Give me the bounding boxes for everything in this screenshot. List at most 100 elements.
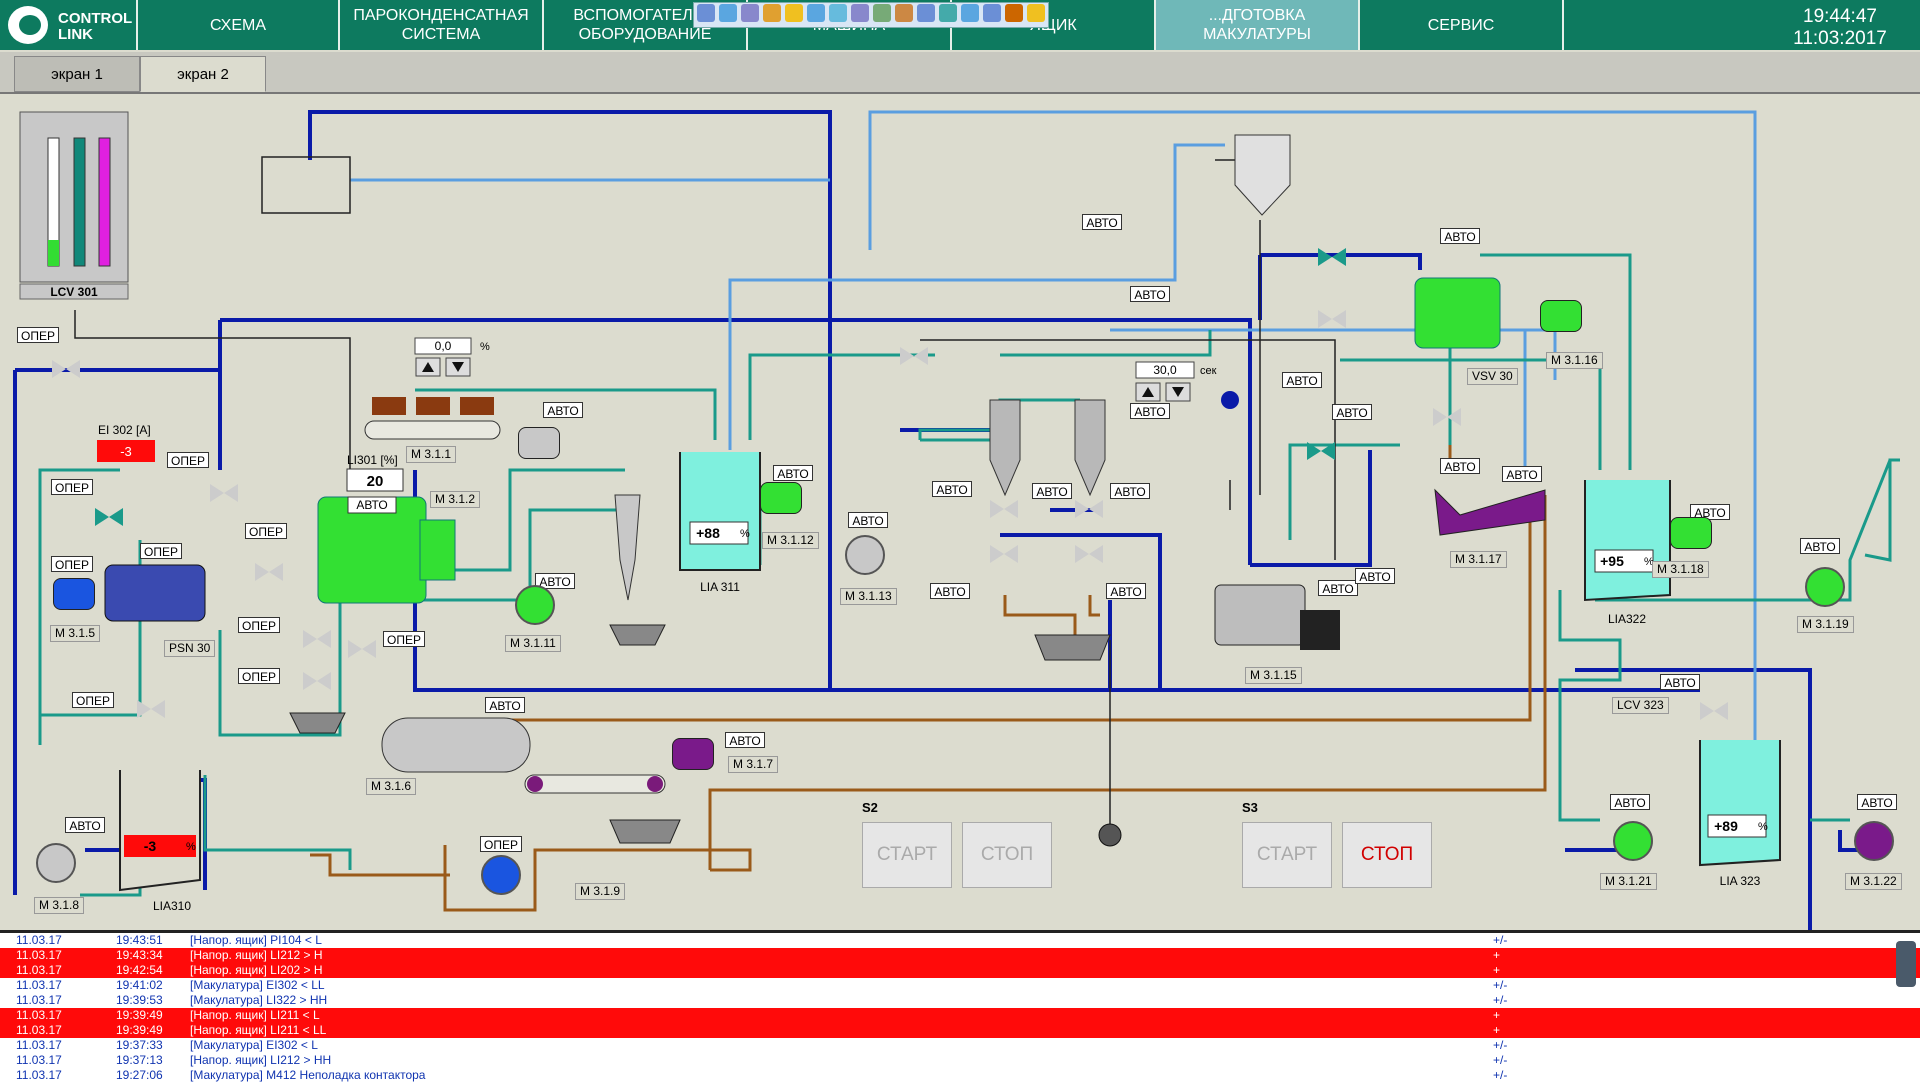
vsv30-machine[interactable]	[1414, 277, 1501, 349]
oper-mode-badge[interactable]: ОПЕР	[140, 543, 182, 559]
toolbar-tool-icon[interactable]	[917, 4, 935, 22]
valve-icon[interactable]	[1700, 702, 1728, 720]
pulper-mode-badge[interactable]	[347, 496, 397, 514]
valve-icon[interactable]	[255, 563, 283, 581]
auto-mode-badge[interactable]: АВТО	[1440, 228, 1480, 244]
auto-mode-badge[interactable]: АВТО	[1857, 794, 1897, 810]
toolbar-tool-icon[interactable]	[719, 4, 737, 22]
s2-start-button[interactable]: СТАРТ	[862, 822, 952, 888]
auto-mode-badge[interactable]: АВТО	[1110, 483, 1150, 499]
auto-mode-badge[interactable]: АВТО	[1610, 794, 1650, 810]
auto-mode-badge[interactable]: АВТО	[1355, 568, 1395, 584]
nav-item-7[interactable]: СЕРВИС	[1360, 0, 1564, 50]
valve-icon[interactable]	[990, 545, 1018, 563]
auto-mode-badge[interactable]: АВТО	[1690, 504, 1730, 520]
valve-icon[interactable]	[1318, 310, 1346, 328]
pulper-m312[interactable]	[317, 496, 456, 604]
nav-item-1[interactable]: СХЕМА	[138, 0, 340, 50]
pump-icon[interactable]	[36, 843, 76, 883]
nav-item-6[interactable]: ...ДГОТОВКА МАКУЛАТУРЫ	[1156, 0, 1360, 50]
motor-icon[interactable]	[1670, 517, 1712, 549]
toolbar-tool-icon[interactable]	[829, 4, 847, 22]
motor-icon[interactable]	[672, 738, 714, 770]
auto-mode-badge[interactable]: АВТО	[1082, 214, 1122, 230]
tab-screen-1[interactable]: экран 1	[14, 56, 140, 92]
oper-mode-badge[interactable]: ОПЕР	[51, 479, 93, 495]
toolbar-tool-icon[interactable]	[851, 4, 869, 22]
oper-mode-badge[interactable]: ОПЕР	[238, 668, 280, 684]
auto-mode-badge[interactable]: АВТО	[725, 732, 765, 748]
toolbar-tool-icon[interactable]	[983, 4, 1001, 22]
auto-mode-badge[interactable]: АВТО	[1800, 538, 1840, 554]
pump-icon[interactable]	[515, 585, 555, 625]
valve-icon[interactable]	[1318, 248, 1346, 266]
pump-icon[interactable]	[845, 535, 885, 575]
oper-mode-badge[interactable]: ОПЕР	[480, 836, 522, 852]
auto-mode-badge[interactable]: АВТО	[1130, 403, 1170, 419]
auto-mode-badge[interactable]: АВТО	[1130, 286, 1170, 302]
valve-icon[interactable]	[1075, 500, 1103, 518]
toolbar-tool-icon[interactable]	[697, 4, 715, 22]
pump-icon[interactable]	[1854, 821, 1894, 861]
toolbar-tool-icon[interactable]	[1005, 4, 1023, 22]
toolbar-tool-icon[interactable]	[1027, 4, 1045, 22]
nav-item-2[interactable]: ПАРОКОНДЕНСАТНАЯ СИСТЕМА	[340, 0, 544, 50]
motor-icon[interactable]	[1540, 300, 1582, 332]
auto-mode-badge[interactable]: АВТО	[1318, 580, 1358, 596]
motor-icon[interactable]	[518, 427, 560, 459]
valve-icon[interactable]	[1433, 408, 1461, 426]
pump-icon[interactable]	[1613, 821, 1653, 861]
toolbar-tool-icon[interactable]	[807, 4, 825, 22]
tab-screen-2[interactable]: экран 2	[140, 56, 266, 92]
auto-mode-badge[interactable]: АВТО	[930, 583, 970, 599]
s2-stop-button[interactable]: СТОП	[962, 822, 1052, 888]
screen-m3117[interactable]	[1434, 488, 1546, 536]
valve-icon[interactable]	[1307, 442, 1335, 460]
valve-icon[interactable]	[900, 347, 928, 365]
auto-mode-badge[interactable]: АВТО	[848, 512, 888, 528]
oper-mode-badge[interactable]: ОПЕР	[245, 523, 287, 539]
oper-mode-badge[interactable]: ОПЕР	[238, 617, 280, 633]
auto-mode-badge[interactable]: АВТО	[1502, 466, 1542, 482]
auto-mode-badge[interactable]: АВТО	[1332, 404, 1372, 420]
nav-item-3[interactable]: ВСПОМОГАТЕЛЬ... ОБОРУДОВАНИЕ	[544, 0, 748, 50]
toolbar-tool-icon[interactable]	[895, 4, 913, 22]
auto-mode-badge[interactable]: АВТО	[773, 465, 813, 481]
tank-lia310[interactable]	[119, 770, 201, 892]
auto-mode-badge[interactable]: АВТО	[1660, 674, 1700, 690]
oper-mode-badge[interactable]: ОПЕР	[167, 452, 209, 468]
toolbar-tool-icon[interactable]	[873, 4, 891, 22]
setpoint1-input[interactable]	[414, 337, 472, 355]
auto-mode-badge[interactable]: АВТО	[1282, 372, 1322, 388]
oper-mode-badge[interactable]: ОПЕР	[383, 631, 425, 647]
valve-icon[interactable]	[210, 484, 238, 502]
toolbar-tool-icon[interactable]	[939, 4, 957, 22]
valve-icon[interactable]	[990, 500, 1018, 518]
valve-icon[interactable]	[52, 360, 80, 378]
toolbar-tool-icon[interactable]	[763, 4, 781, 22]
oper-mode-badge[interactable]: ОПЕР	[72, 692, 114, 708]
auto-mode-badge[interactable]: АВТО	[1440, 458, 1480, 474]
toolbar-tool-icon[interactable]	[785, 4, 803, 22]
valve-icon[interactable]	[348, 640, 376, 658]
motor-icon[interactable]	[53, 578, 95, 610]
oper-mode-badge[interactable]: ОПЕР	[51, 556, 93, 572]
oper-mode-badge[interactable]: ОПЕР	[17, 327, 59, 343]
auto-mode-badge[interactable]: АВТО	[65, 817, 105, 833]
s3-stop-button[interactable]: СТОП	[1342, 822, 1432, 888]
auto-mode-badge[interactable]: АВТО	[932, 481, 972, 497]
toolbar-tool-icon[interactable]	[961, 4, 979, 22]
valve-icon[interactable]	[1075, 545, 1103, 563]
motor-icon[interactable]	[760, 482, 802, 514]
valve-icon[interactable]	[137, 700, 165, 718]
s3-start-button[interactable]: СТАРТ	[1242, 822, 1332, 888]
